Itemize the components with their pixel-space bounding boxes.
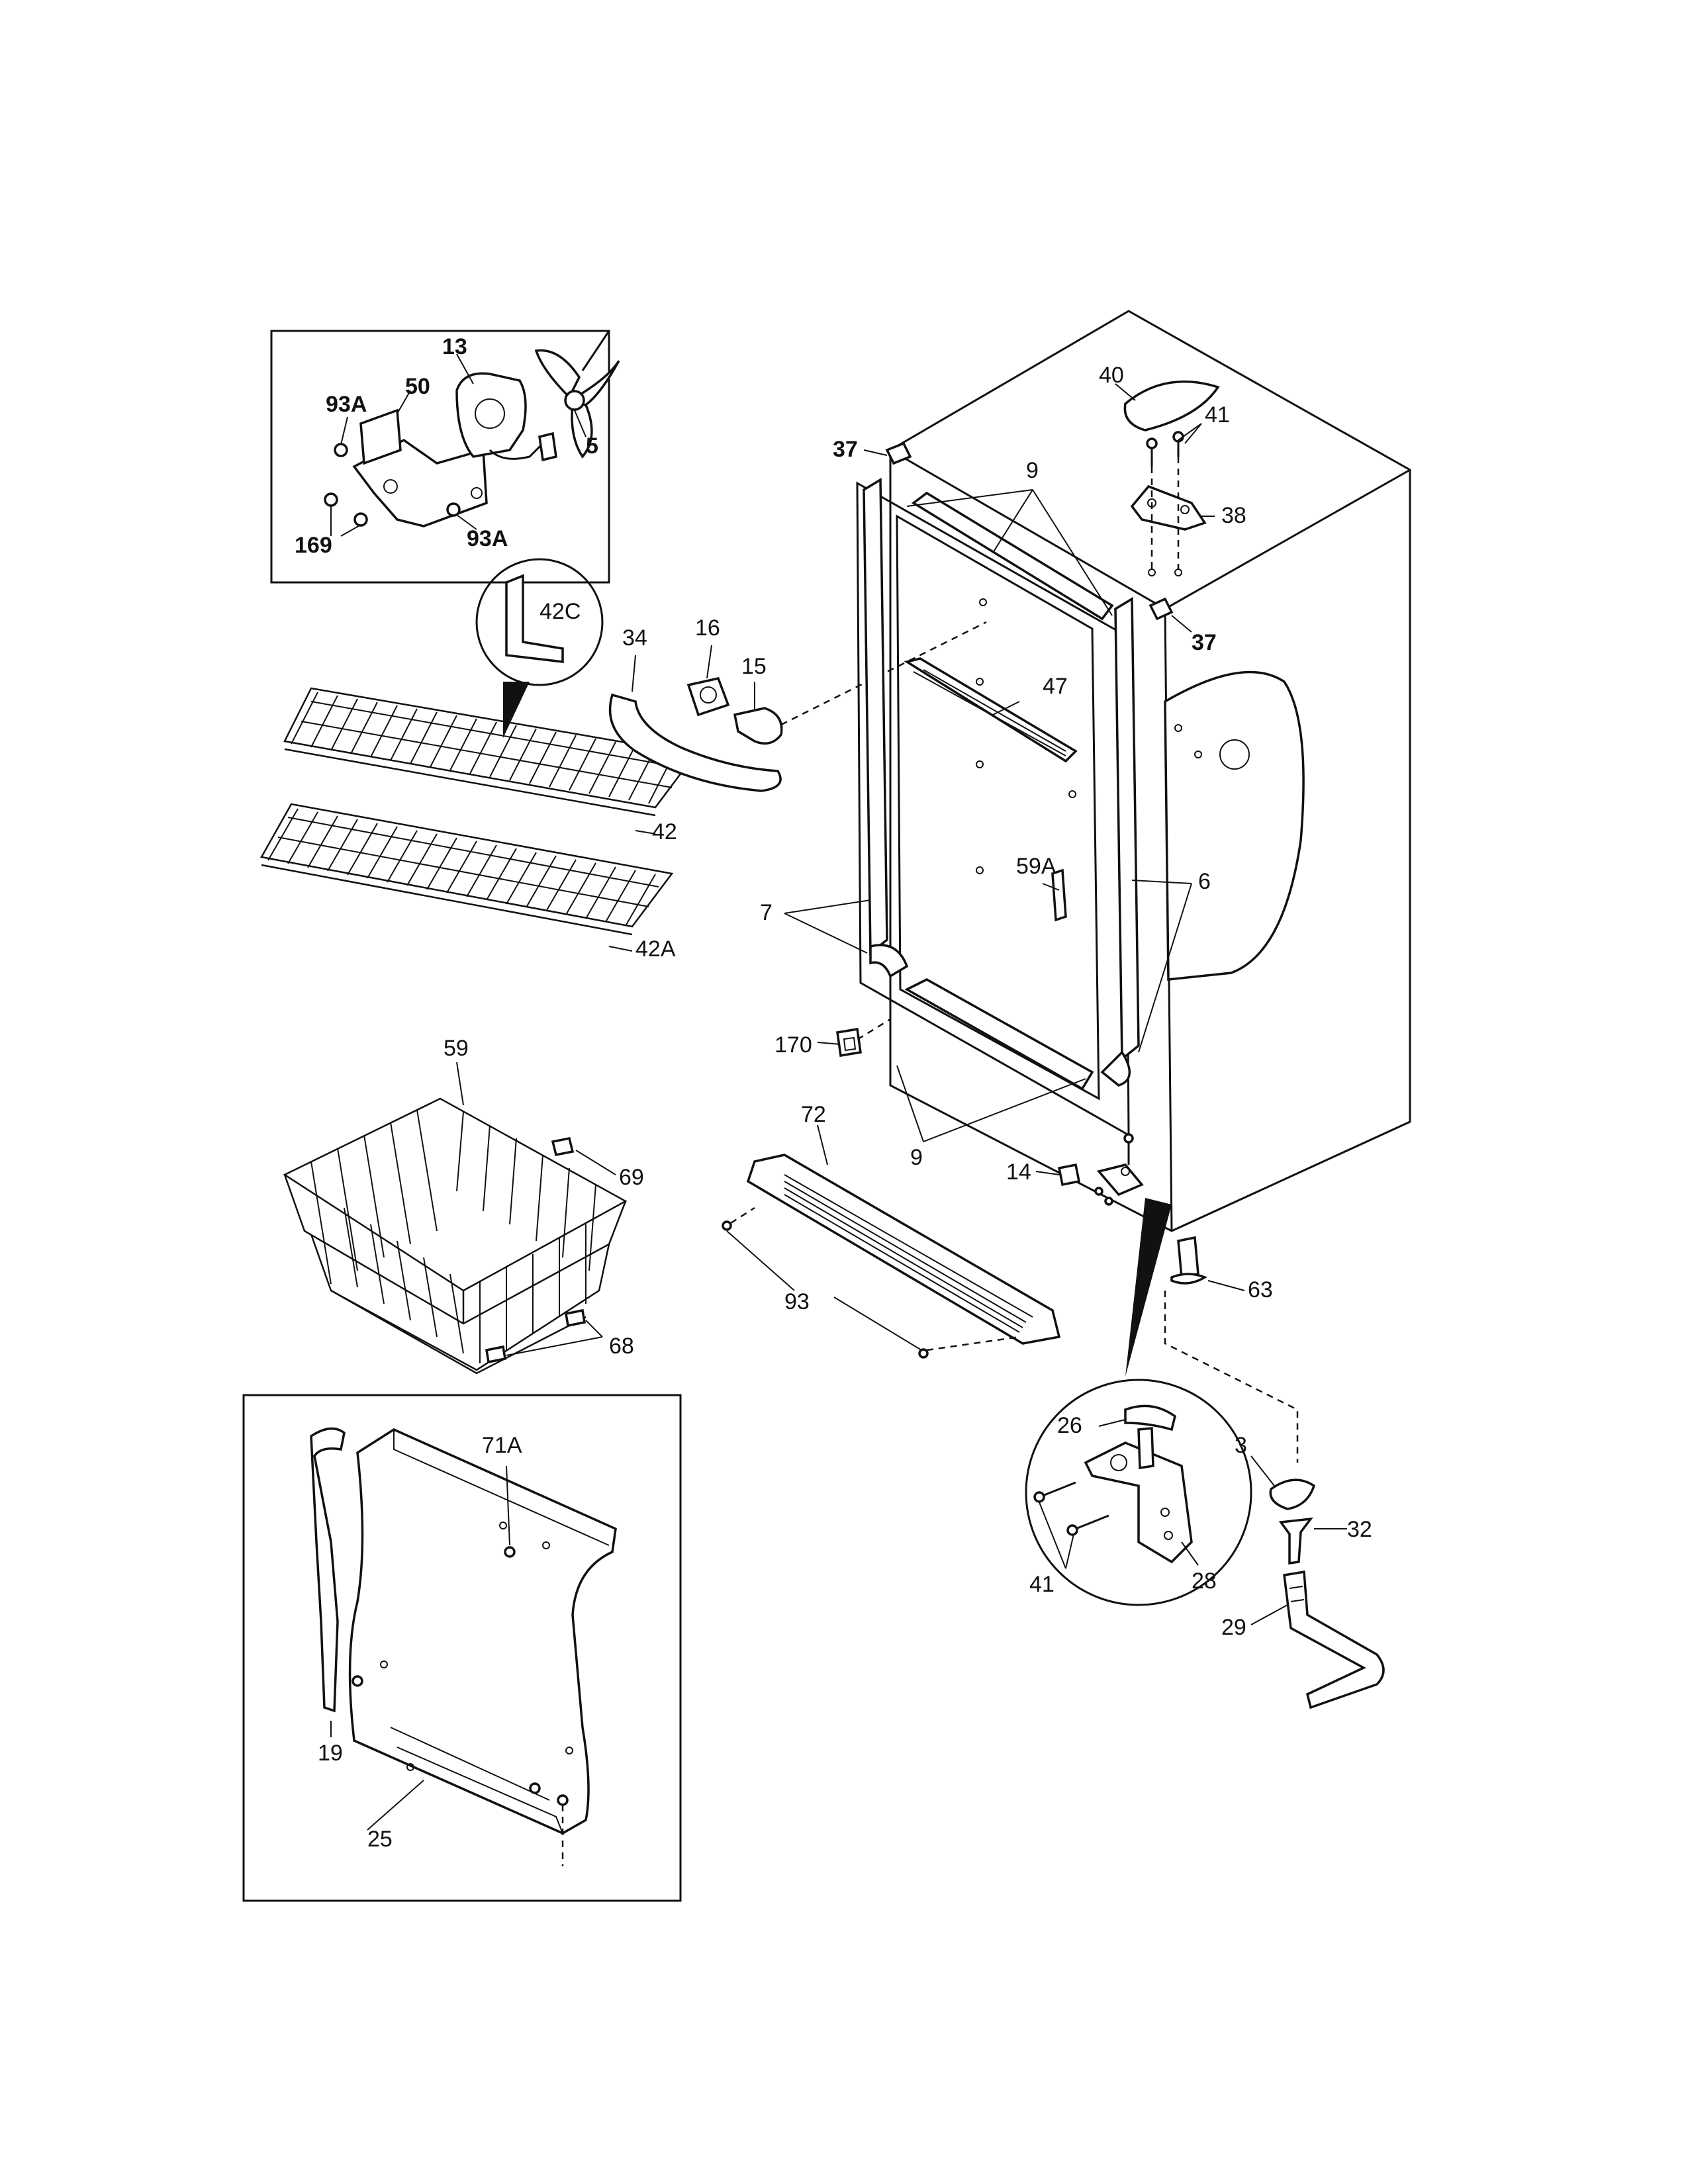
fan-motor-part bbox=[455, 372, 557, 462]
callout-6: 6 bbox=[1198, 869, 1211, 894]
hinge-cover-part bbox=[1123, 380, 1220, 432]
air-grille-part bbox=[904, 657, 1078, 763]
breaker-strip-top bbox=[911, 491, 1114, 621]
bottom-hinge-small-part bbox=[1094, 1133, 1144, 1206]
wire-shelf-lower bbox=[260, 803, 674, 936]
callout-16: 16 bbox=[695, 615, 720, 641]
callout-59a: 59A bbox=[1016, 854, 1056, 879]
callout-42: 42 bbox=[652, 819, 677, 844]
hinge-pin-part bbox=[1124, 1404, 1176, 1432]
callout-50: 50 bbox=[405, 374, 430, 399]
base-grille-screws bbox=[722, 1206, 1020, 1359]
floor-panel-inset bbox=[242, 1394, 682, 1902]
callout-7: 7 bbox=[760, 900, 773, 925]
callout-38: 38 bbox=[1221, 503, 1246, 528]
pivot-pin-part bbox=[1278, 1517, 1313, 1565]
callout-42c: 42C bbox=[539, 599, 581, 624]
cabinet-callout-lines bbox=[784, 383, 1215, 1142]
plug-top-left-part bbox=[885, 441, 912, 465]
bottom-hinge-part bbox=[1084, 1427, 1193, 1564]
hinge-wrench-part bbox=[1283, 1570, 1385, 1709]
callout-63: 63 bbox=[1248, 1277, 1273, 1302]
callout-32: 32 bbox=[1347, 1517, 1372, 1542]
breaker-strip-bottom bbox=[904, 978, 1094, 1091]
fan-screw-parts bbox=[324, 443, 461, 527]
callout-5: 5 bbox=[586, 433, 598, 459]
fan-callout-lines bbox=[330, 353, 586, 537]
callout-169: 169 bbox=[295, 533, 332, 558]
callout-26: 26 bbox=[1057, 1413, 1082, 1438]
hinge-detail-pointer bbox=[1125, 1198, 1172, 1377]
light-bulb-part bbox=[733, 707, 783, 745]
callout-34: 34 bbox=[622, 625, 647, 651]
callout-93: 93 bbox=[784, 1289, 810, 1314]
callout-28: 28 bbox=[1192, 1569, 1217, 1594]
floor-panel-part bbox=[348, 1428, 617, 1835]
callout-3: 3 bbox=[1235, 1433, 1247, 1458]
side-trim-part bbox=[310, 1427, 346, 1713]
plug-top-right-part bbox=[1149, 597, 1174, 621]
callout-13: 13 bbox=[442, 334, 467, 359]
callout-72: 72 bbox=[801, 1102, 826, 1127]
basket-glide-parts bbox=[485, 1136, 586, 1364]
breaker-strip-right bbox=[1100, 596, 1140, 1087]
door-stop-part bbox=[1057, 1163, 1081, 1187]
light-socket-part bbox=[686, 676, 730, 717]
callout-42a: 42A bbox=[635, 936, 676, 962]
leveling-leg-part bbox=[1170, 1236, 1207, 1285]
callout-40: 40 bbox=[1099, 363, 1124, 388]
hinge-screws-bottom bbox=[1033, 1481, 1109, 1536]
callout-47: 47 bbox=[1043, 674, 1068, 699]
callout-93a-top: 93A bbox=[326, 392, 367, 417]
wire-basket-part bbox=[283, 1097, 628, 1375]
callout-41-bottom: 41 bbox=[1029, 1572, 1055, 1597]
fan-blade-part bbox=[534, 349, 620, 459]
wire-shelf-upper bbox=[283, 687, 697, 817]
hole-plug-part bbox=[1269, 1479, 1316, 1510]
callout-19: 19 bbox=[318, 1741, 343, 1766]
base-grille-part bbox=[746, 1154, 1061, 1345]
callout-170: 170 bbox=[774, 1032, 812, 1058]
callout-29: 29 bbox=[1221, 1615, 1246, 1640]
callout-68: 68 bbox=[609, 1334, 634, 1359]
shelf-clip-detail bbox=[475, 558, 604, 738]
hinge-detail-circle bbox=[1025, 1379, 1252, 1606]
callout-37-top: 37 bbox=[833, 437, 858, 462]
callout-93a-bottom: 93A bbox=[467, 526, 508, 551]
light-switch-part bbox=[836, 1027, 862, 1058]
callout-69: 69 bbox=[619, 1165, 644, 1190]
callout-41-top: 41 bbox=[1205, 402, 1230, 428]
callout-37-right: 37 bbox=[1192, 630, 1217, 655]
fan-motor-inset bbox=[270, 330, 610, 584]
callout-59: 59 bbox=[444, 1036, 469, 1061]
top-hinge-part bbox=[1130, 484, 1207, 531]
callout-15: 15 bbox=[741, 654, 767, 679]
callout-9-bottom: 9 bbox=[910, 1145, 923, 1170]
basket-hook-part bbox=[1051, 868, 1067, 922]
breaker-strip-left bbox=[863, 477, 909, 978]
callout-71a: 71A bbox=[482, 1433, 522, 1458]
callout-9-top: 9 bbox=[1026, 458, 1039, 483]
callout-25: 25 bbox=[367, 1827, 393, 1852]
light-shield-part bbox=[608, 693, 782, 792]
callout-14: 14 bbox=[1006, 1160, 1031, 1185]
floor-panel-screws bbox=[352, 1546, 569, 1866]
